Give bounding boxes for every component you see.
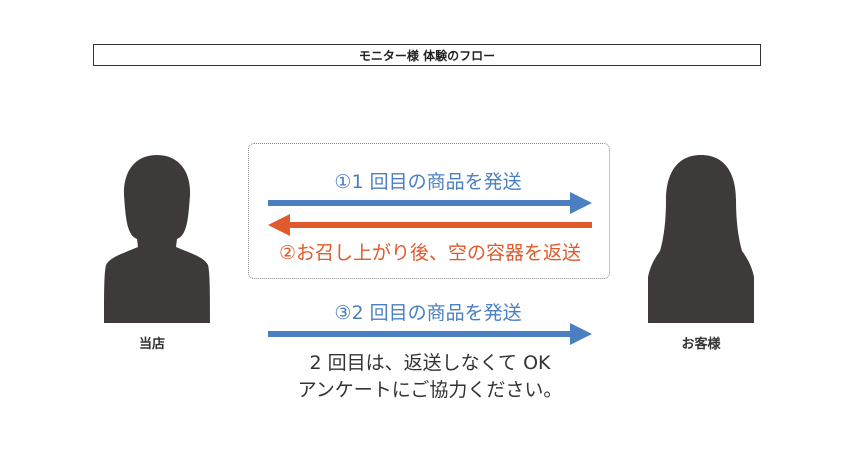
arrow-right-blue-2 — [268, 323, 592, 345]
step-1-label: ①1 回目の商品を発送 — [334, 171, 522, 193]
person-label-shop: 当店 — [138, 337, 165, 352]
note-line-2: アンケートにご協力ください。 — [297, 379, 563, 401]
step-3-label: ③2 回目の商品を発送 — [334, 302, 522, 324]
arrow-right-blue-1 — [268, 192, 592, 214]
note-text: 2 回目は、返送しなくて OK アンケートにご協力ください。 — [250, 350, 610, 404]
arrow-left-orange — [268, 214, 592, 236]
female-silhouette-long-hair-icon — [648, 155, 754, 323]
diagram-title-box: モニター様 体験のフロー — [93, 44, 761, 66]
exchange-group-box — [248, 143, 610, 279]
step-2-label: ②お召し上がり後、空の容器を返送 — [278, 242, 582, 264]
diagram-title: モニター様 体験のフロー — [358, 48, 496, 63]
female-silhouette-short-hair-icon — [104, 155, 210, 323]
note-line-1: 2 回目は、返送しなくて OK — [309, 352, 551, 374]
person-label-customer: お客様 — [681, 337, 721, 352]
